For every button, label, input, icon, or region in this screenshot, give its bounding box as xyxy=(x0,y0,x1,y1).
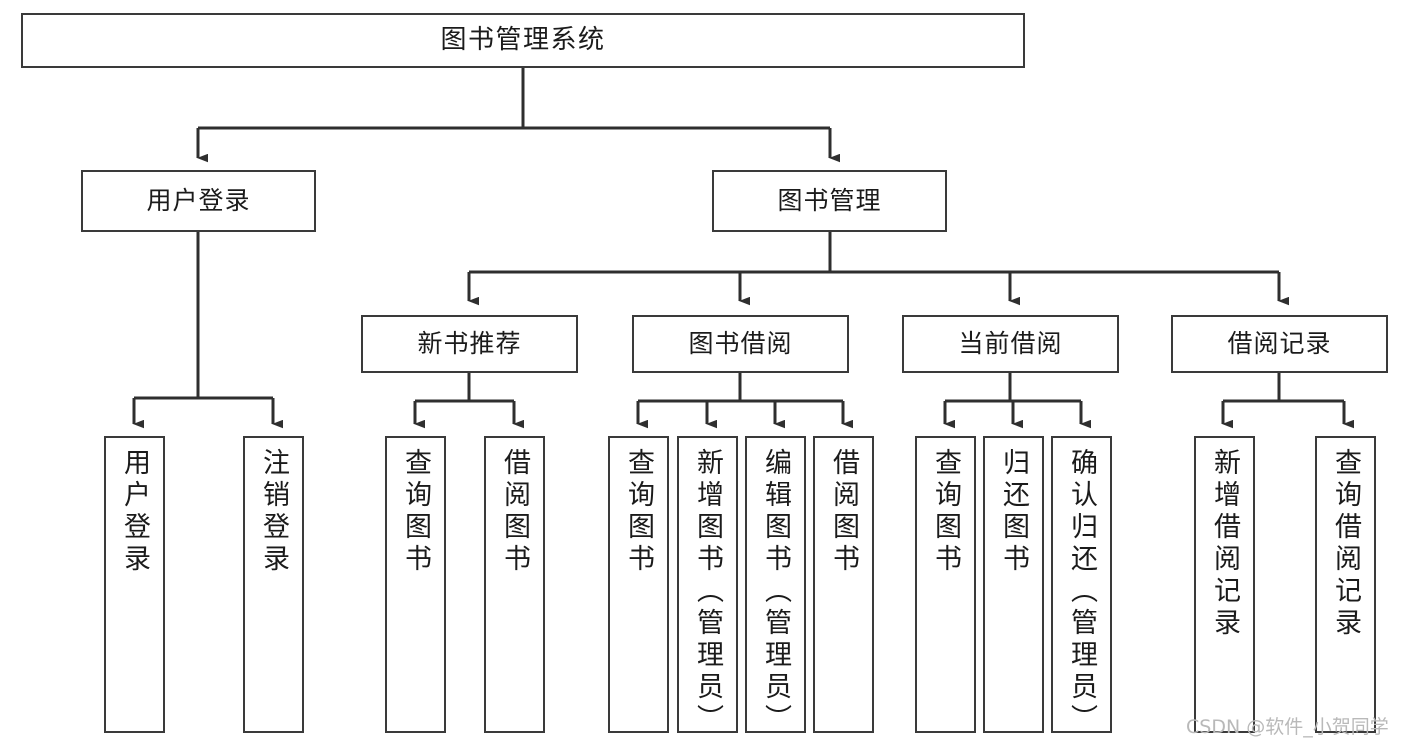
node-label: 新增借阅记录 xyxy=(1209,448,1240,640)
leaf-add-book-admin[interactable]: 新增图书（管理员） xyxy=(677,436,738,736)
node-label: 图书借阅 xyxy=(688,328,793,358)
node-label: 查询图书 xyxy=(930,448,961,576)
leaf-query-book-current[interactable]: 查询图书 xyxy=(915,436,976,733)
node-book-borrowing[interactable]: 图书借阅 xyxy=(632,315,849,373)
leaf-query-book-borrowing[interactable]: 查询图书 xyxy=(608,436,669,733)
node-label: 编辑图书（管理员） xyxy=(760,448,791,736)
node-label: 注销登录 xyxy=(258,448,289,576)
node-label: 查询图书 xyxy=(623,448,654,576)
node-label: 借阅图书 xyxy=(828,448,859,576)
csdn-watermark: CSDN @软件_小贺同学 xyxy=(1186,716,1389,738)
node-label: 图书管理 xyxy=(777,185,882,215)
node-label: 新书推荐 xyxy=(417,328,522,358)
node-label: 新增图书（管理员） xyxy=(692,448,723,736)
node-label: 查询借阅记录 xyxy=(1330,448,1361,640)
leaf-user-login[interactable]: 用户登录 xyxy=(104,436,165,733)
node-root-book-management-system[interactable]: 图书管理系统 xyxy=(21,13,1025,68)
node-label: 用户登录 xyxy=(146,185,251,215)
node-borrowing-records[interactable]: 借阅记录 xyxy=(1171,315,1388,373)
node-label: 确认归还（管理员） xyxy=(1066,448,1097,736)
node-label: 归还图书 xyxy=(998,448,1029,576)
node-new-book-recommendation[interactable]: 新书推荐 xyxy=(361,315,578,373)
leaf-borrow-book-borrowing[interactable]: 借阅图书 xyxy=(813,436,874,733)
leaf-query-borrowing-record[interactable]: 查询借阅记录 xyxy=(1315,436,1376,733)
leaf-user-logout[interactable]: 注销登录 xyxy=(243,436,304,733)
node-label: 查询图书 xyxy=(400,448,431,576)
node-label: 当前借阅 xyxy=(958,328,1063,358)
node-label: 图书管理系统 xyxy=(440,24,606,55)
node-label: 用户登录 xyxy=(119,448,150,576)
node-current-borrowing[interactable]: 当前借阅 xyxy=(902,315,1119,373)
leaf-add-borrowing-record[interactable]: 新增借阅记录 xyxy=(1194,436,1255,733)
node-label: 借阅记录 xyxy=(1227,328,1332,358)
leaf-borrow-book-recommendation[interactable]: 借阅图书 xyxy=(484,436,545,733)
node-book-management[interactable]: 图书管理 xyxy=(712,170,947,232)
node-label: 借阅图书 xyxy=(499,448,530,576)
leaf-query-book-recommendation[interactable]: 查询图书 xyxy=(385,436,446,733)
leaf-return-book[interactable]: 归还图书 xyxy=(983,436,1044,733)
leaf-confirm-return-admin[interactable]: 确认归还（管理员） xyxy=(1051,436,1112,736)
leaf-edit-book-admin[interactable]: 编辑图书（管理员） xyxy=(745,436,806,736)
node-user-login[interactable]: 用户登录 xyxy=(81,170,316,232)
